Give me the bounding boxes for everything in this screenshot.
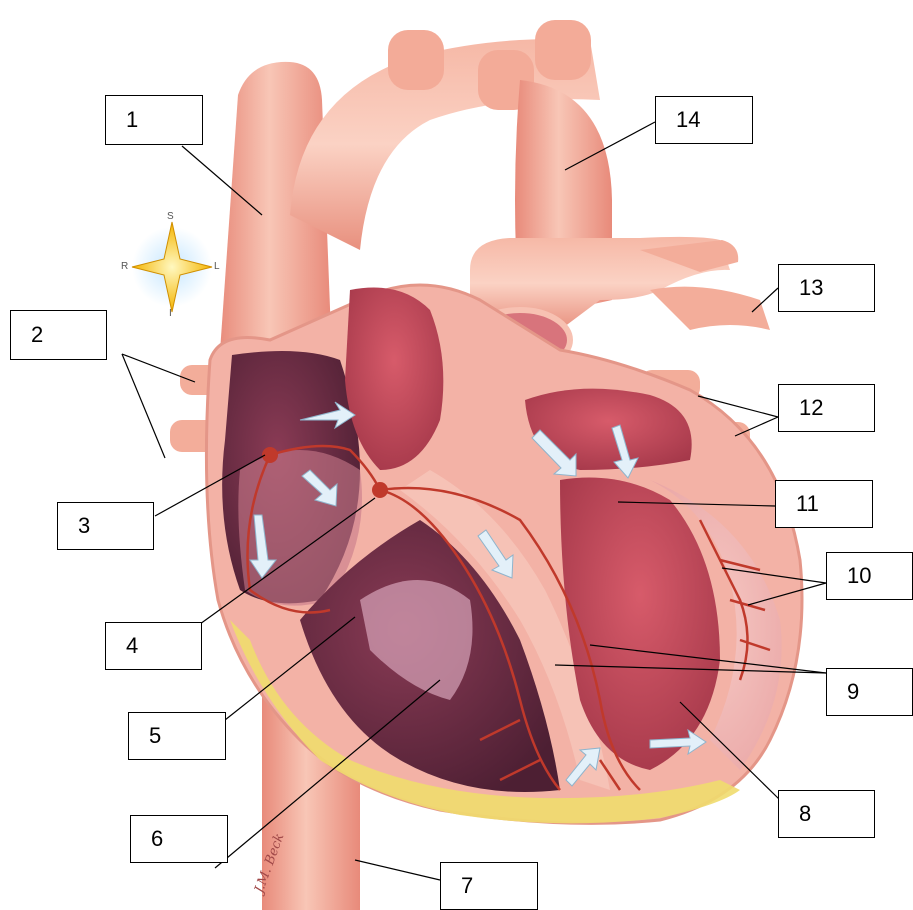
compass-right: R — [121, 261, 128, 272]
label-text-13: 13 — [799, 275, 823, 301]
label-text-12: 12 — [799, 395, 823, 421]
label-box-3[interactable]: 3 — [57, 502, 154, 550]
leader-7 — [355, 860, 440, 880]
compass-left: L — [214, 261, 220, 272]
label-text-11: 11 — [796, 491, 819, 517]
label-box-10[interactable]: 10 — [826, 552, 913, 600]
label-text-8: 8 — [799, 801, 811, 827]
left-pulmonary-artery-lower — [650, 287, 770, 330]
label-box-11[interactable]: 11 — [775, 480, 873, 528]
av-node — [372, 482, 388, 498]
label-box-8[interactable]: 8 — [778, 790, 875, 838]
label-box-5[interactable]: 5 — [128, 712, 226, 760]
label-text-9: 9 — [847, 679, 859, 705]
label-text-3: 3 — [78, 513, 90, 539]
compass-superior: S — [167, 211, 174, 222]
compass-inferior: I — [169, 308, 172, 319]
leader-2a — [122, 354, 195, 382]
label-box-14[interactable]: 14 — [655, 96, 753, 144]
label-box-12[interactable]: 12 — [778, 384, 875, 432]
aortic-branch-1 — [388, 30, 444, 90]
compass-icon — [132, 222, 212, 312]
aortic-branch-3 — [535, 20, 591, 80]
label-box-6[interactable]: 6 — [130, 815, 228, 863]
label-box-7[interactable]: 7 — [440, 862, 538, 910]
label-text-1: 1 — [126, 107, 138, 133]
label-text-10: 10 — [847, 563, 871, 589]
leader-2b — [122, 354, 165, 458]
label-text-14: 14 — [676, 107, 700, 133]
label-text-2: 2 — [31, 322, 43, 348]
label-box-2[interactable]: 2 — [10, 310, 107, 360]
label-text-4: 4 — [126, 633, 138, 659]
label-text-5: 5 — [149, 723, 161, 749]
label-box-13[interactable]: 13 — [778, 264, 875, 312]
label-text-6: 6 — [151, 826, 163, 852]
label-box-1[interactable]: 1 — [105, 95, 203, 145]
label-box-9[interactable]: 9 — [826, 668, 913, 716]
label-box-4[interactable]: 4 — [105, 622, 202, 670]
label-text-7: 7 — [461, 873, 473, 899]
